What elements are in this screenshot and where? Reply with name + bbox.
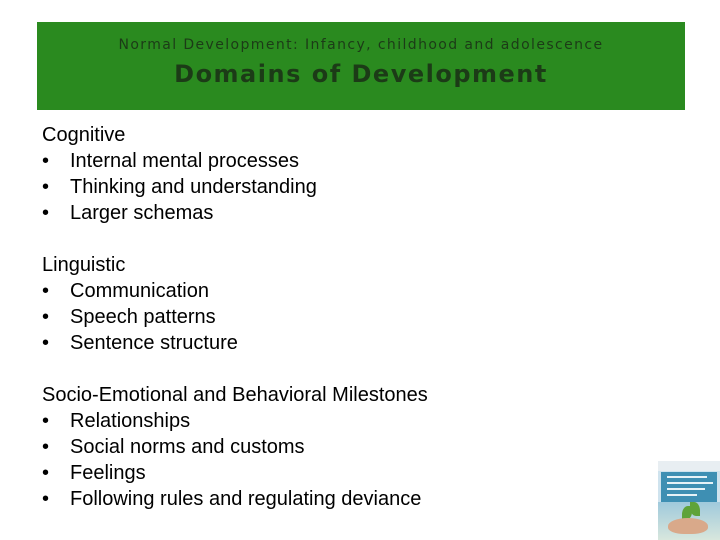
bullet-text: Thinking and understanding xyxy=(70,176,317,198)
bullet-text: Relationships xyxy=(70,410,191,432)
book-title-line xyxy=(667,476,707,478)
leaf-icon xyxy=(690,502,700,516)
book-title-line xyxy=(667,482,713,484)
bullet-list: • Communication • Speech patterns • Sentenc… xyxy=(42,278,602,356)
bullet-icon: • xyxy=(42,488,50,510)
leaf-icon xyxy=(682,506,692,520)
bullet-icon: • xyxy=(42,436,50,458)
bullet-icon: • xyxy=(42,150,50,172)
section-linguistic: Linguistic • Communication • Speech patter… xyxy=(42,252,602,356)
slide-body: Cognitive • Internal mental processes • Th… xyxy=(42,122,602,512)
bullet-icon: • xyxy=(42,202,50,224)
bullet-item: • Sentence structure xyxy=(42,330,602,356)
book-title-line xyxy=(667,488,705,490)
bullet-list: • Internal mental processes • Thinking and… xyxy=(42,148,602,226)
bullet-icon: • xyxy=(42,306,50,328)
bullet-item: • Social norms and customs xyxy=(42,434,602,460)
book-cover-image xyxy=(658,502,720,540)
bullet-item: • Larger schemas xyxy=(42,200,602,226)
bullet-icon: • xyxy=(42,410,50,432)
section-socio-emotional: Socio-Emotional and Behavioral Milestone… xyxy=(42,382,602,512)
bullet-item: • Internal mental processes xyxy=(42,148,602,174)
bullet-icon: • xyxy=(42,280,50,302)
bullet-item: • Feelings xyxy=(42,460,602,486)
hand-icon xyxy=(668,518,708,534)
bullet-text: Larger schemas xyxy=(70,202,214,224)
book-title-box xyxy=(661,472,717,502)
bullet-item: • Thinking and understanding xyxy=(42,174,602,200)
bullet-list: • Relationships • Social norms and customs… xyxy=(42,408,602,512)
bullet-icon: • xyxy=(42,462,50,484)
bullet-text: Social norms and customs xyxy=(70,436,305,458)
bullet-text: Following rules and regulating deviance xyxy=(70,488,422,510)
bullet-text: Sentence structure xyxy=(70,332,238,354)
bullet-text: Speech patterns xyxy=(70,306,216,328)
bullet-item: • Communication xyxy=(42,278,602,304)
bullet-text: Internal mental processes xyxy=(70,150,300,172)
bullet-item: • Speech patterns xyxy=(42,304,602,330)
section-heading: Socio-Emotional and Behavioral Milestone… xyxy=(42,384,428,406)
section-cognitive: Cognitive • Internal mental processes • Th… xyxy=(42,122,602,226)
bullet-item: • Relationships xyxy=(42,408,602,434)
bullet-icon: • xyxy=(42,176,50,198)
title-banner: Normal Development: Infancy, childhood a… xyxy=(37,22,685,110)
section-heading: Linguistic xyxy=(42,254,126,276)
bullet-item: • Following rules and regulating deviance xyxy=(42,486,602,512)
book-top-band xyxy=(658,461,720,471)
bullet-icon: • xyxy=(42,332,50,354)
slide-subtitle: Normal Development: Infancy, childhood a… xyxy=(118,37,604,53)
book-cover-icon xyxy=(658,461,720,540)
slide-title: Domains of Development xyxy=(174,60,548,88)
bullet-text: Feelings xyxy=(70,462,146,484)
section-heading: Cognitive xyxy=(42,124,126,146)
book-title-line xyxy=(667,494,697,496)
bullet-text: Communication xyxy=(70,280,209,302)
